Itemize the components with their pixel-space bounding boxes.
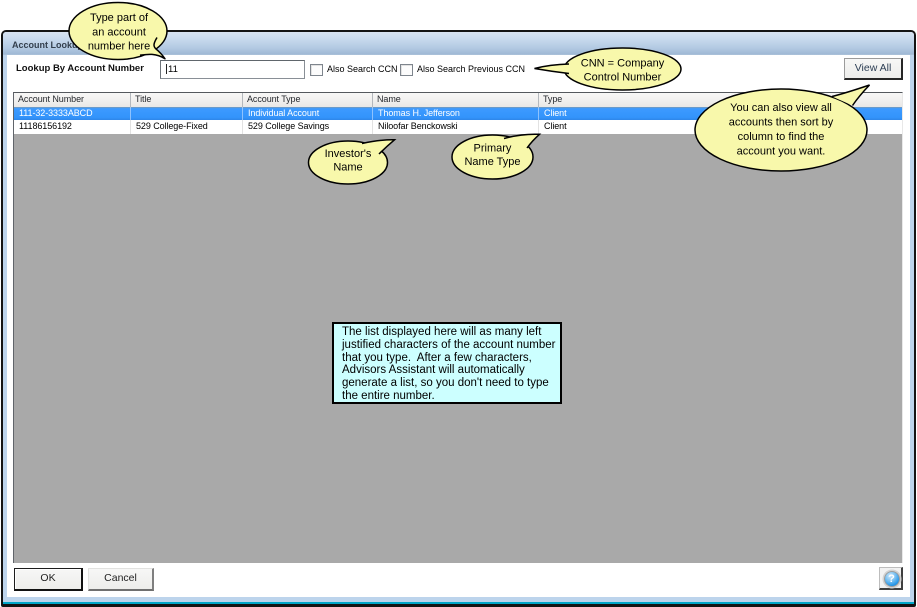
svg-text:You can also view all: You can also view all (730, 102, 832, 114)
svg-text:Name: Name (333, 162, 362, 174)
svg-text:accounts then sort by: accounts then sort by (729, 117, 834, 129)
svg-text:number here: number here (88, 41, 150, 53)
svg-text:CNN = Company: CNN = Company (581, 58, 665, 70)
svg-text:an account: an account (92, 26, 146, 38)
svg-text:account you want.: account you want. (737, 146, 826, 158)
svg-text:Name Type: Name Type (464, 156, 520, 168)
svg-text:Control Number: Control Number (584, 72, 662, 84)
svg-text:Primary: Primary (474, 143, 512, 155)
svg-text:Investor's: Investor's (325, 148, 372, 160)
svg-text:column to find the: column to find the (738, 131, 825, 143)
svg-text:Type part of: Type part of (90, 12, 149, 24)
